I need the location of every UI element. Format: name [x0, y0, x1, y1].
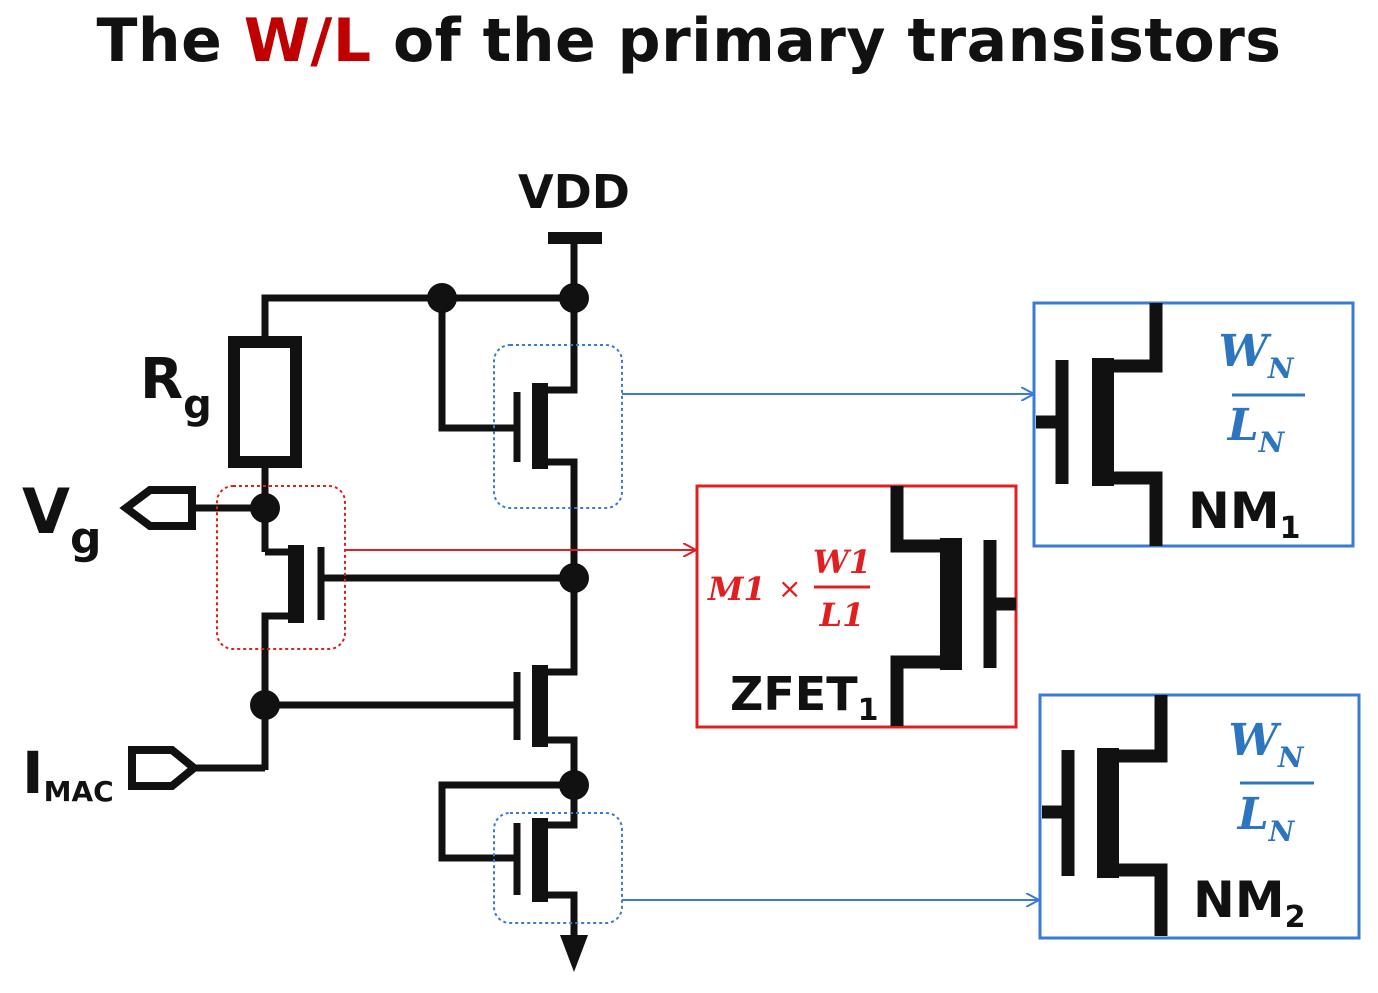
nm1-denominator: LN	[1226, 400, 1286, 459]
title-prefix: The	[96, 6, 223, 76]
nm2-detail-box: WN LN NM2	[1038, 693, 1361, 940]
nm2-denominator: LN	[1236, 789, 1296, 848]
page-title: The W/L of the primary transistors	[0, 6, 1378, 76]
transistor-channels	[532, 383, 548, 902]
rg-label: Rg	[140, 347, 212, 428]
vg-label: Vg	[22, 475, 101, 564]
nm2-name: NM2	[1193, 871, 1305, 935]
title-suffix: of the primary transistors	[392, 6, 1282, 76]
zfet-channel	[288, 545, 304, 623]
resistor-rg	[228, 336, 302, 468]
zfet-name: ZFET1	[730, 667, 878, 728]
nm1-name: NM1	[1188, 482, 1300, 546]
top-wiring	[261, 294, 574, 432]
title-highlight: W/L	[243, 6, 372, 76]
nm1-fraction: WN	[1218, 326, 1294, 385]
zfet-multiplier: M1	[707, 570, 766, 608]
zfet-times: ×	[778, 572, 801, 605]
junction-nodes	[250, 283, 589, 800]
ground-arrow-icon	[560, 935, 588, 972]
nm2-highlight	[493, 812, 623, 924]
nm1-detail-box: WN LN NM1	[1032, 301, 1355, 548]
vg-terminal	[119, 486, 196, 530]
left-column	[196, 462, 574, 862]
vdd-label: VDD	[518, 165, 630, 219]
imac-label: IMAC	[22, 739, 114, 808]
zfet-numerator: W1	[813, 543, 871, 581]
nm1-highlight	[493, 344, 623, 509]
nm2-fraction: WN	[1228, 715, 1304, 774]
zfet-denominator: L1	[819, 596, 865, 634]
zfet-detail-box: M1 × W1 L1 ZFET1	[695, 484, 1018, 729]
imac-terminal	[128, 746, 201, 790]
zfet-highlight	[216, 485, 346, 650]
